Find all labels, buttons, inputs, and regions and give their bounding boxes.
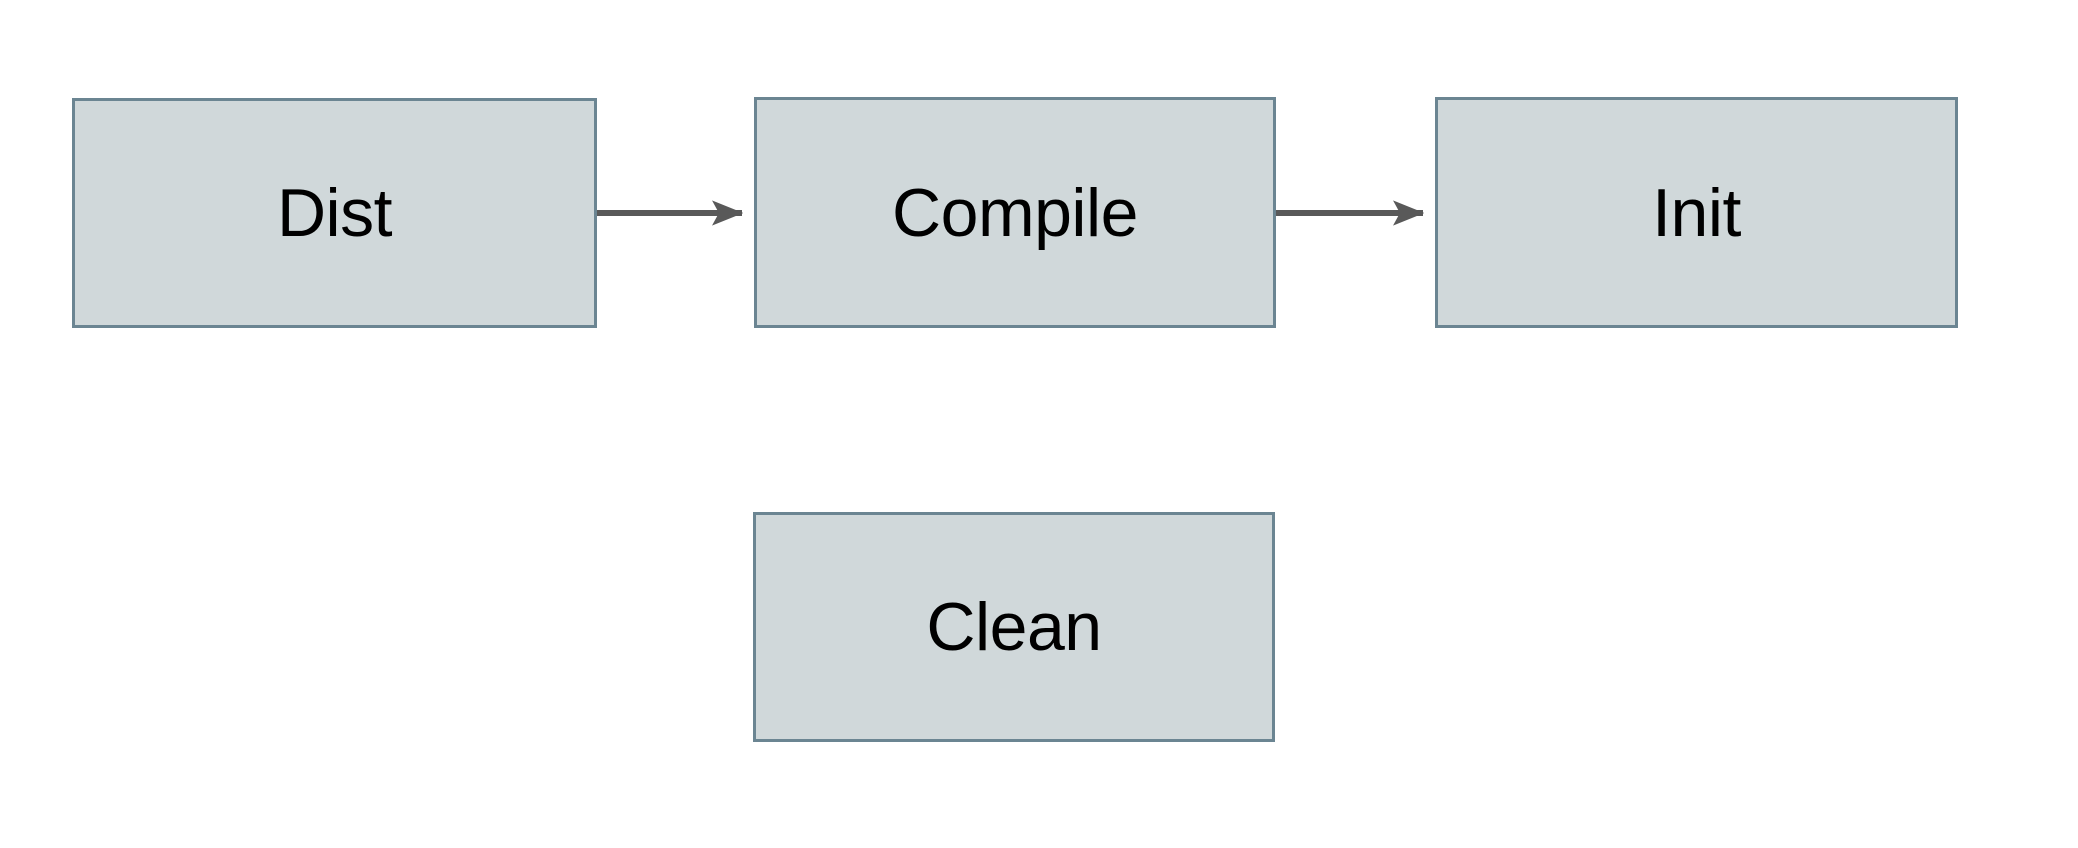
node-dist-label: Dist xyxy=(276,175,393,251)
node-clean-label: Clean xyxy=(926,589,1102,665)
node-compile[interactable]: Compile xyxy=(754,97,1276,328)
node-compile-label: Compile xyxy=(892,174,1138,251)
node-dist[interactable]: Dist xyxy=(72,98,597,328)
node-init-label: Init xyxy=(1652,174,1741,251)
node-clean[interactable]: Clean xyxy=(753,512,1275,742)
node-init[interactable]: Init xyxy=(1435,97,1958,328)
